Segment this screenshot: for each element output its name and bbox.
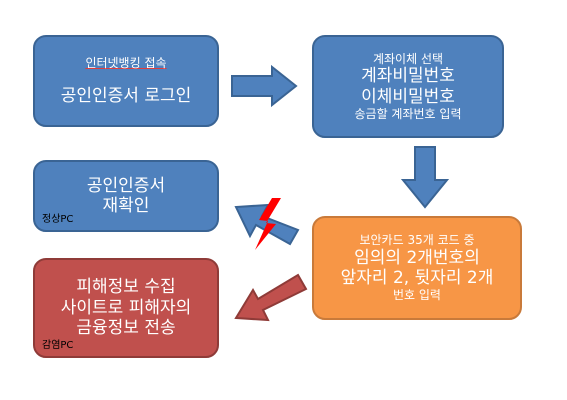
transfer-step-line-3: 이체비밀번호 <box>361 86 455 107</box>
transfer-step-line-2: 계좌비밀번호 <box>361 66 455 87</box>
recheck-step-line-2: 재확인 <box>102 196 150 216</box>
recheck-step-line-1: 공인인증서 <box>86 175 166 196</box>
arrow-down-icon <box>400 146 450 209</box>
login-step-line-2: 공인인증서 로그인 <box>60 86 192 106</box>
normal-pc-tag: 정상PC <box>42 214 74 225</box>
transfer-step-box: 계좌이체 선택 계좌비밀번호 이체비밀번호 송금할 계좌번호 입력 <box>312 35 504 138</box>
security-card-line-1: 보안카드 35개 코드 중 <box>359 233 475 248</box>
security-card-line-4: 번호 입력 <box>393 288 441 303</box>
leak-step-line-1: 피해정보 수집 <box>76 277 176 298</box>
leak-step-line-3: 금융정보 전송 <box>76 318 176 339</box>
recheck-step-box: 공인인증서 재확인 정상PC <box>33 160 219 232</box>
login-step-line-1: 인터넷뱅킹 접속 <box>85 55 167 70</box>
security-card-line-2: 임의의 2개번호의 <box>354 247 480 268</box>
leak-step-box: 피해정보 수집 사이트로 피해자의 금융정보 전송 감염PC <box>33 258 219 358</box>
transfer-step-line-4: 송금할 계좌번호 입력 <box>354 106 462 121</box>
leak-step-line-2: 사이트로 피해자의 <box>60 297 192 318</box>
security-card-step-box: 보안카드 35개 코드 중 임의의 2개번호의 앞자리 2, 뒷자리 2개 번호… <box>312 216 522 320</box>
block-lightning-icon <box>255 198 281 250</box>
arrow-down-left-icon <box>234 273 308 322</box>
login-step-box: 인터넷뱅킹 접속 공인인증서 로그인 <box>33 35 219 127</box>
arrow-right-icon <box>231 64 298 108</box>
transfer-step-line-1: 계좌이체 선택 <box>372 51 444 66</box>
security-card-line-3: 앞자리 2, 뒷자리 2개 <box>340 268 494 288</box>
infected-pc-tag: 감염PC <box>42 340 74 351</box>
